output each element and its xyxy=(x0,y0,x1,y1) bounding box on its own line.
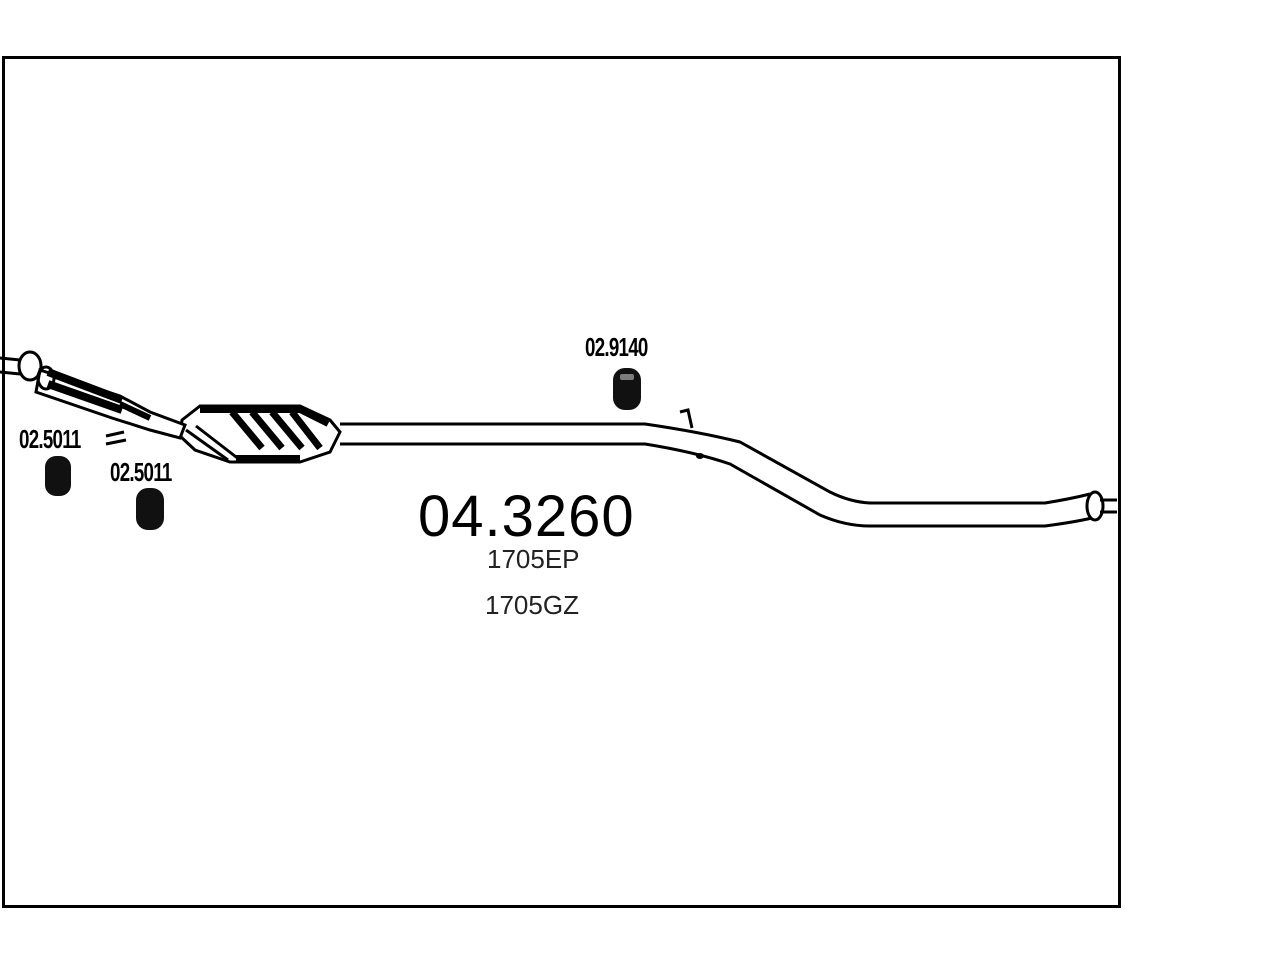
gasket-ring-right-icon xyxy=(136,488,164,530)
gasket-pointer xyxy=(105,430,127,446)
pipe-hanger-hook xyxy=(679,408,694,429)
gasket-ring-left-icon xyxy=(45,456,71,496)
pipe-joint-mark xyxy=(696,453,704,459)
reference-code: 1705GZ xyxy=(485,590,579,620)
front-flange xyxy=(0,350,56,391)
callout-gasket-left-label: 02.5011 xyxy=(19,424,81,454)
rubber-hanger-icon xyxy=(613,368,641,410)
front-pipe xyxy=(340,422,1093,528)
diagram-frame xyxy=(2,56,1121,908)
catalytic-converter xyxy=(178,404,342,464)
callout-gasket-right-label: 02.5011 xyxy=(110,457,172,487)
reference-code: 1705EP xyxy=(487,544,580,574)
part-number: 04.3260 xyxy=(418,484,635,549)
pipe-end-flange xyxy=(1085,490,1117,522)
flex-section xyxy=(34,368,187,440)
callout-hanger-label: 02.9140 xyxy=(585,332,648,362)
